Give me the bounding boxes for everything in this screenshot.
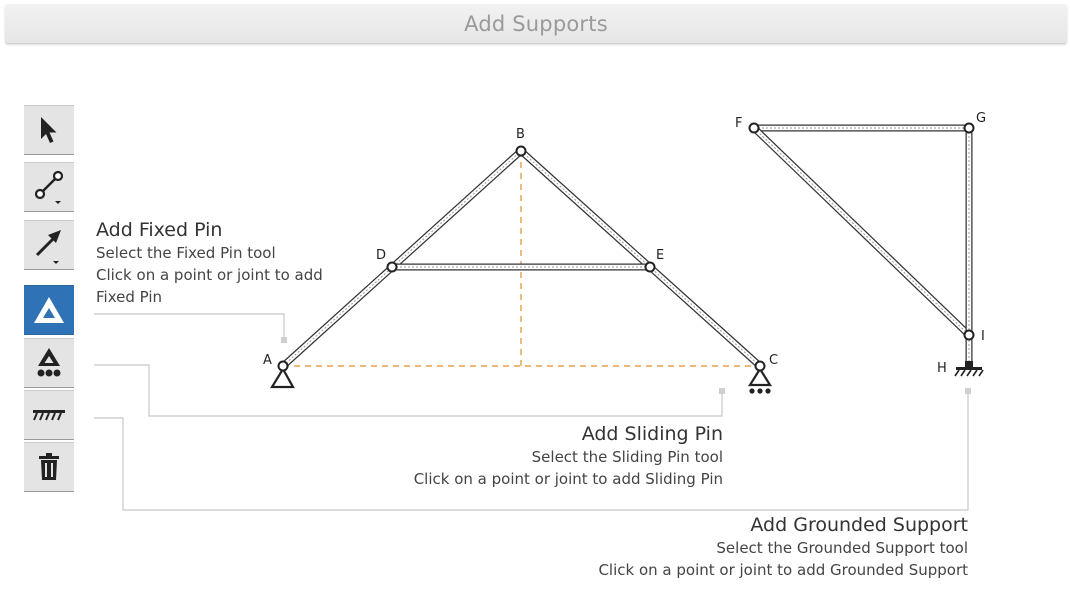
joint-F (748, 122, 760, 134)
member-BC (518, 148, 763, 369)
truss-joints[interactable] (277, 122, 975, 372)
fixed-pin-callout-line: Click on a point or joint to add (96, 266, 323, 284)
guide-lines (283, 151, 760, 367)
joint-I (963, 329, 975, 341)
page-title: Add Supports (464, 11, 608, 36)
joint-label-B: B (516, 127, 525, 142)
select-tool-button[interactable] (24, 105, 74, 155)
grounded-support-icon (33, 410, 65, 421)
joint-G (963, 122, 975, 134)
sliding-pin-leader-end (719, 388, 725, 394)
grounded-support-callout-title: Add Grounded Support (750, 514, 968, 536)
sliding-pin-support-C[interactable] (748, 366, 772, 394)
fixed-pin-leader-end (281, 337, 287, 343)
joint-label-H: H (937, 361, 947, 376)
joint-H[interactable] (965, 361, 973, 367)
fixed-pin-support-A[interactable] (270, 366, 295, 389)
fixed-pin-callout-title: Add Fixed Pin (96, 219, 223, 241)
joint-label-G: G (976, 111, 986, 126)
load-tool-button[interactable] (24, 220, 74, 270)
grounded-support-H[interactable] (954, 367, 984, 377)
member-FI (751, 125, 972, 338)
joint-label-F: F (735, 116, 742, 131)
member-AB (280, 148, 524, 369)
fixed-pin-callout-line: Select the Fixed Pin tool (96, 244, 276, 262)
grounded-support-leader (94, 394, 969, 511)
grounded-support-icon (956, 367, 982, 370)
grounded-support-callout: Add Grounded Support Select the Grounded… (598, 513, 968, 581)
sliding-pin-tool-button[interactable] (24, 338, 74, 388)
sliding-pin-callout: Add Sliding Pin Select the Sliding Pin t… (414, 422, 723, 490)
dropdown-caret-icon (55, 201, 61, 204)
cursor-icon (41, 117, 57, 143)
fixed-pin-icon (34, 297, 64, 323)
title-bar: Add Supports (5, 4, 1067, 44)
fixed-pin-tool-button[interactable] (24, 285, 74, 335)
grounded-support-tool-button[interactable] (24, 390, 74, 440)
callout-leaders (94, 313, 969, 511)
member-icon (34, 170, 64, 204)
grounded-support-leader-end (965, 388, 971, 394)
joint-label-I: I (981, 329, 985, 344)
sliding-pin-callout-title: Add Sliding Pin (581, 423, 723, 445)
trash-icon (39, 453, 59, 480)
sliding-pin-callout-line: Select the Sliding Pin tool (531, 448, 723, 466)
joint-label-C: C (769, 353, 778, 368)
fixed-pin-callout-line: Fixed Pin (96, 288, 163, 306)
fixed-pin-leader (94, 313, 285, 342)
truss-members (280, 124, 973, 369)
grounded-support-callout-line: Select the Grounded Support tool (716, 539, 968, 557)
fixed-pin-callout: Add Fixed Pin Select the Fixed Pin tool … (96, 218, 323, 308)
dropdown-caret-icon (53, 261, 59, 264)
force-arrow-icon (35, 230, 61, 264)
joint-label-D: D (376, 248, 386, 263)
joint-C (754, 360, 766, 372)
sliding-pin-icon (37, 348, 61, 377)
sliding-pin-callout-line: Click on a point or joint to add Sliding… (413, 470, 723, 488)
grounded-support-callout-line: Click on a point or joint to add Grounde… (598, 561, 968, 579)
sliding-pin-leader (94, 364, 723, 417)
fixed-pin-icon (270, 366, 295, 389)
joint-E (644, 261, 656, 273)
member-tool-button[interactable] (24, 162, 74, 212)
joint-labels: A B C D E F G H I (263, 111, 986, 376)
joint-D (386, 261, 398, 273)
joint-label-E: E (656, 248, 664, 263)
joint-label-A: A (263, 353, 272, 368)
joint-B (515, 145, 527, 157)
joint-A (277, 360, 289, 372)
delete-tool-button[interactable] (24, 442, 74, 492)
sliding-pin-icon (748, 366, 772, 387)
